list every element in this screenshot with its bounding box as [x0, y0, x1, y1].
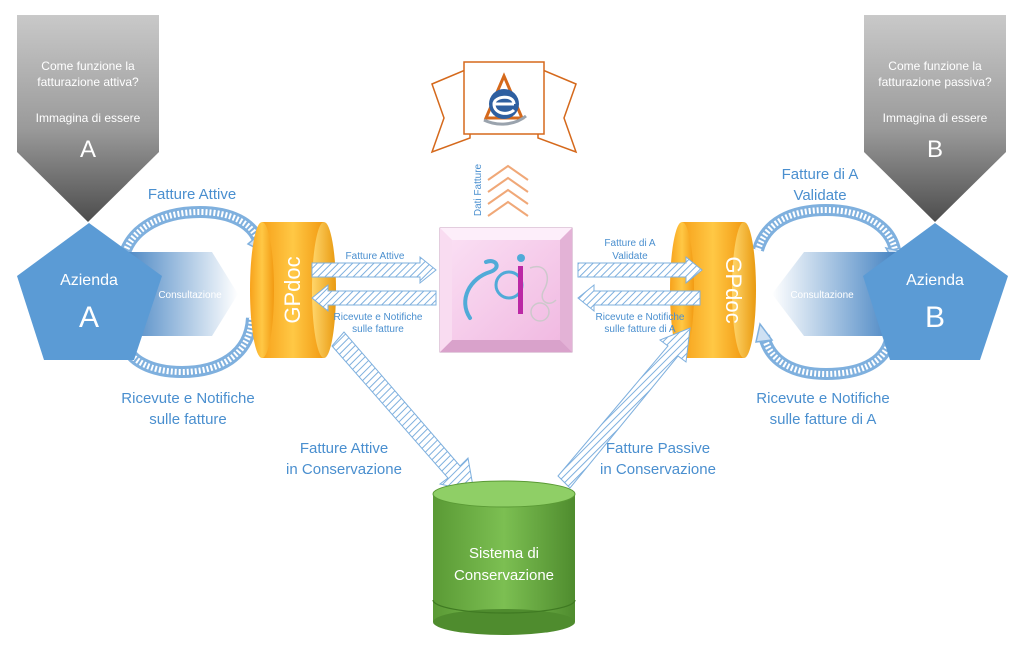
sdi-logo	[463, 254, 557, 322]
storage-line2: Conservazione	[454, 567, 554, 584]
gpdoc-left: GPdoc	[250, 222, 336, 358]
storage-left-line2: in Conservazione	[286, 461, 402, 478]
link-left-out-label: Fatture Attive	[346, 251, 405, 262]
link-right-in-line1: Ricevute e Notifiche	[596, 312, 685, 323]
company-a-letter: A	[79, 301, 99, 334]
left-loop-bottom-line1: Ricevute e Notifiche	[121, 390, 254, 407]
right-banner: Come funzione la fatturazione passiva? I…	[864, 15, 1006, 222]
company-b-label: Azienda	[906, 272, 964, 289]
left-banner-shape	[17, 15, 159, 222]
dati-fatture-chevrons	[487, 164, 529, 217]
storage-left-line1: Fatture Attive	[300, 440, 388, 457]
storage-right-arrow	[557, 327, 691, 489]
link-right-out-arrow	[577, 255, 703, 285]
consultazione-right-label: Consultazione	[790, 290, 854, 301]
left-loop-bottom-line2: sulle fatture	[149, 411, 227, 428]
link-right-in-line2: sulle fatture di A	[604, 324, 675, 335]
link-right-out-line1: Fatture di A	[604, 238, 655, 249]
consultazione-left-label: Consultazione	[158, 290, 222, 301]
company-b-shape	[863, 223, 1008, 360]
link-left-out-arrow	[311, 255, 437, 285]
storage-right-line2: in Conservazione	[600, 461, 716, 478]
left-loop-top-label: Fatture Attive	[148, 186, 236, 203]
right-loop-bottom-line2: sulle fatture di A	[770, 411, 877, 428]
gpdoc-right: GPdoc	[670, 222, 756, 358]
right-banner-letter: B	[927, 136, 943, 163]
dati-fatture-label: Dati Fatture	[473, 163, 484, 216]
right-banner-shape	[864, 15, 1006, 222]
company-b: Azienda B	[863, 223, 1008, 360]
gpdoc-right-label: GPdoc	[721, 256, 746, 323]
gpdoc-left-label: GPdoc	[280, 256, 305, 323]
right-banner-question-line1: Come funzione la	[888, 59, 982, 73]
link-left-in-line2: sulle fatture	[352, 324, 404, 335]
left-banner-letter: A	[80, 136, 96, 163]
storage-line1: Sistema di	[469, 545, 539, 562]
link-right-out-line2: Validate	[612, 251, 648, 262]
left-banner-question-line2: fatturazione attiva?	[37, 75, 139, 89]
right-loop-top-line2: Validate	[793, 187, 846, 204]
company-a: Azienda A	[17, 223, 162, 360]
right-banner-imagine: Immagina di essere	[883, 111, 988, 125]
company-b-letter: B	[925, 301, 945, 334]
storage-system: Sistema di Conservazione	[432, 480, 576, 635]
link-left-in-line1: Ricevute e Notifiche	[334, 312, 423, 323]
link-right-in-arrow	[577, 283, 701, 313]
storage-left-arrow	[331, 331, 475, 493]
sdi-box: sdi	[439, 227, 573, 353]
company-a-label: Azienda	[60, 272, 118, 289]
right-loop-top-line1: Fatture di A	[782, 166, 859, 183]
left-banner: Come funzione la fatturazione attiva? Im…	[17, 15, 159, 222]
link-left-in-arrow	[311, 283, 437, 313]
storage-right-line1: Fatture Passive	[606, 440, 710, 457]
company-a-shape	[17, 223, 162, 360]
left-banner-imagine: Immagina di essere	[36, 111, 141, 125]
agenzia-entrate-logo	[430, 61, 578, 154]
right-loop-bottom-line1: Ricevute e Notifiche	[756, 390, 889, 407]
left-banner-question-line1: Come funzione la	[41, 59, 135, 73]
right-banner-question-line2: fatturazione passiva?	[878, 75, 992, 89]
